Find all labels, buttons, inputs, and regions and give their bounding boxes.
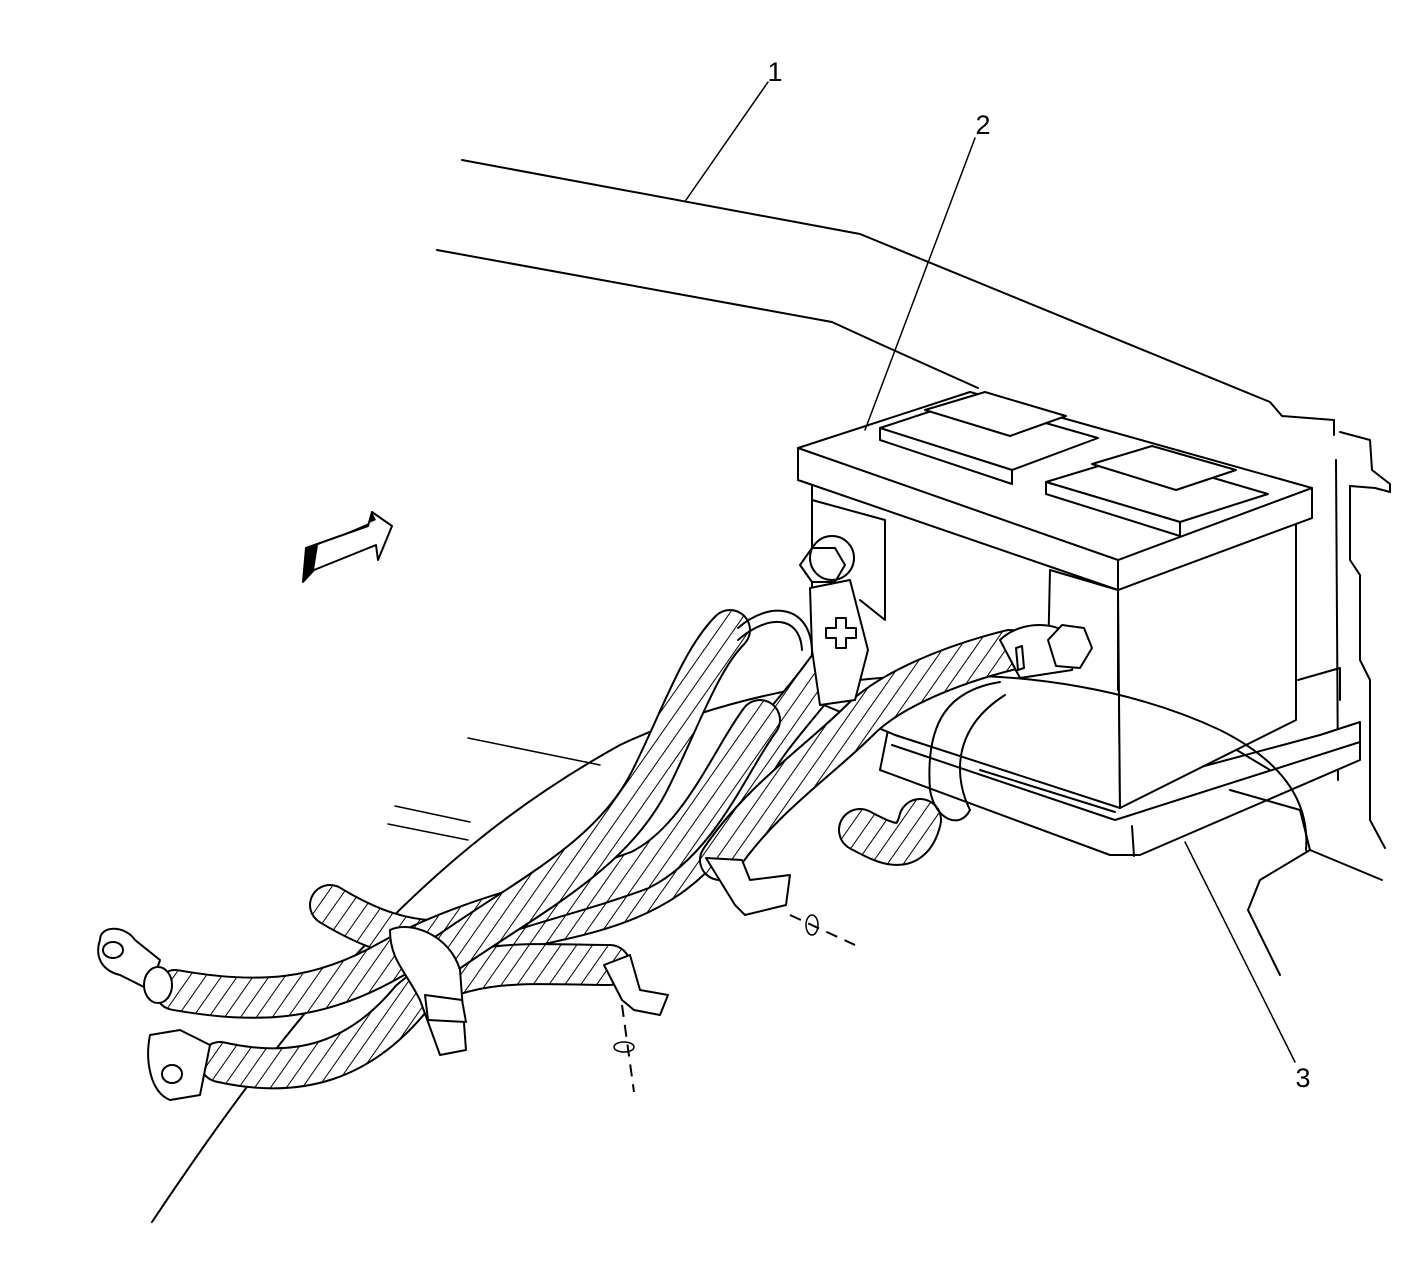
cable-harness [97, 535, 1093, 1101]
battery [797, 391, 1341, 809]
callout-2: 2 [975, 110, 990, 140]
negative-terminal-icon [1015, 645, 1025, 671]
positive-terminal-icon [825, 617, 857, 649]
callout-leaders [685, 81, 1296, 1063]
callout-3: 3 [1295, 1063, 1310, 1093]
body-panel-lines [387, 159, 1391, 881]
callout-1: 1 [767, 57, 782, 87]
direction-arrow-icon [302, 511, 393, 583]
fastener-axes [613, 914, 856, 1093]
